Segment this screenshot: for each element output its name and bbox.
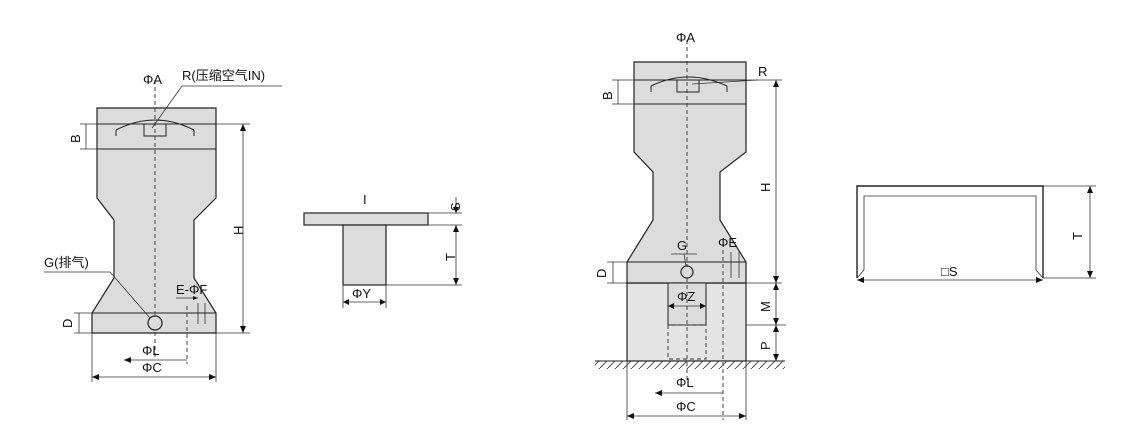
diagram-4-cap-view: T □S xyxy=(856,185,1096,283)
d3-d-label: D xyxy=(594,269,609,278)
d2-phi-y-label: ΦY xyxy=(352,286,371,301)
d3-m-label: M xyxy=(758,301,773,312)
d1-exhaust-hole xyxy=(147,315,163,331)
d2-s-label: S xyxy=(448,202,463,211)
d3-r-label: R xyxy=(758,64,767,79)
d4-square-s-label: □S xyxy=(941,264,958,279)
d4-t-label: T xyxy=(1070,232,1085,240)
d3-phi-z-label: ΦZ xyxy=(677,289,695,304)
d3-b-label: B xyxy=(600,91,615,100)
d1-b-label: B xyxy=(68,134,83,143)
d1-phi-l-label: ΦL xyxy=(142,343,160,358)
d1-phi-a-label: ΦA xyxy=(143,72,162,87)
d3-phi-a-label: ΦA xyxy=(676,30,695,45)
d3-phi-l-label: ΦL xyxy=(676,375,694,390)
d2-plate xyxy=(303,212,429,226)
d2-stem xyxy=(342,224,387,286)
diagram-3-assembly-view: ΦA R B H G ΦE D ΦZ M xyxy=(594,30,786,420)
d2-i-label: I xyxy=(363,192,367,207)
d1-g-label: G(排气) xyxy=(44,255,89,270)
d2-t-label: T xyxy=(443,253,458,261)
diagram-2-pin-view: I S T ΦY xyxy=(303,192,463,308)
d4-cap-outline xyxy=(856,185,1044,278)
d1-d-label: D xyxy=(60,319,75,328)
d1-phi-c-label: ΦC xyxy=(142,360,162,375)
d1-r-label: R(压缩空气IN) xyxy=(182,68,265,83)
d1-e-phi-f-label: E-ΦF xyxy=(176,282,207,297)
d1-h-label: H xyxy=(231,226,246,235)
diagram-1-suction-pad-side-view: ΦA R(压缩空气IN) B H D G(排气) E-ΦF ΦL xyxy=(44,68,282,382)
d1-body xyxy=(91,107,217,334)
d3-h-label: H xyxy=(758,183,773,192)
d3-phi-c-label: ΦC xyxy=(676,399,696,414)
d3-p-label: P xyxy=(758,341,773,350)
d3-exhaust-hole xyxy=(680,265,694,279)
d3-g-label: G xyxy=(677,238,687,253)
d3-phi-e-label: ΦE xyxy=(718,235,737,250)
